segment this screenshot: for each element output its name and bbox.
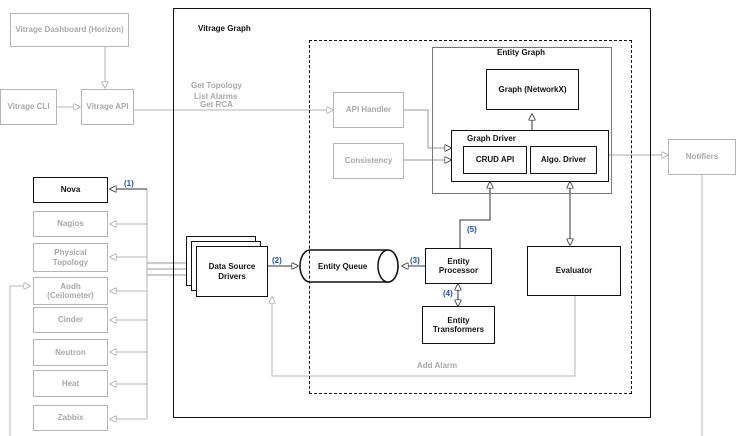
crud-api-box[interactable]: CRUD API [463,146,527,174]
edge-left-aodh [9,286,30,436]
datasource-aodh[interactable]: Aodh (Ceilometer) [33,277,108,305]
entity-graph-title: Entity Graph [497,48,546,57]
step-label-2: (2) [272,256,282,265]
graph-driver-title: Graph Driver [467,134,516,143]
vitrage-dashboard-box[interactable]: Vitrage Dashboard (Horizon) [10,13,129,47]
edge-add-alarm [272,296,576,377]
datasource-neutron[interactable]: Neutron [33,339,108,366]
datasource-physical-topology[interactable]: Physical Topology [33,243,108,272]
step-label-1: (1) [124,179,134,188]
api-handler-box[interactable]: API Handler [333,92,404,128]
edge-handler-driver [404,109,451,148]
vitrage-core-dashed-frame [309,40,632,394]
vitrage-graph-title: Vitrage Graph [198,24,251,33]
add-alarm-label: Add Alarm [417,361,458,370]
step-label-5: (5) [467,225,477,234]
datasource-nova[interactable]: Nova [33,177,108,203]
datasource-zabbix[interactable]: Zabbix [33,405,108,431]
step-label-3: (3) [410,256,420,265]
datasource-nagios[interactable]: Nagios [33,211,108,237]
api-label-get-topology: Get Topology [191,81,242,90]
api-label-get-rca: Get RCA [200,100,233,109]
consistency-box[interactable]: Consistency [333,143,404,179]
entity-transformers-box[interactable]: Entity Transformers [422,306,495,344]
data-source-drivers-box[interactable]: Data Source Drivers [196,246,268,297]
notifiers-box[interactable]: Notifiers [668,139,736,175]
evaluator-box[interactable]: Evaluator [527,246,621,296]
entity-queue-cylinder [299,249,399,283]
vitrage-graph-frame [173,8,651,418]
datasource-cinder[interactable]: Cinder [33,307,108,333]
vitrage-api-box[interactable]: Vitrage API [81,89,134,125]
graph-networkx-box[interactable]: Graph (NetworkX) [486,69,579,110]
edge-processor-driver [459,182,490,248]
entity-processor-box[interactable]: Entity Processor [425,248,492,284]
algo-driver-box[interactable]: Algo. Driver [530,146,597,174]
api-label-list-alarms: List Alarms [194,92,238,101]
vitrage-cli-box[interactable]: Vitrage CLI [0,89,57,125]
entity-queue-label[interactable]: Entity Queue [318,262,368,271]
datasource-heat[interactable]: Heat [33,370,108,397]
entity-graph-frame [432,47,612,194]
step-label-4: (4) [443,289,453,298]
